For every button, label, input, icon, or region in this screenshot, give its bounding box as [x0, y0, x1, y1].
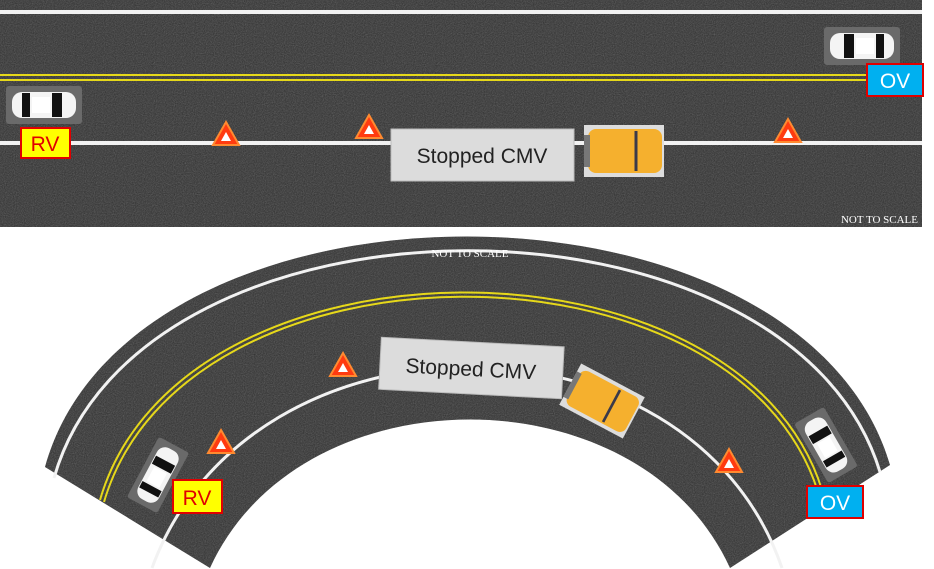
edge-line: [52, 249, 882, 479]
center-line: [99, 291, 823, 501]
ov-label: OV: [820, 492, 850, 515]
rv-label: RV: [31, 133, 60, 156]
ov-label-box: [866, 63, 924, 97]
cmv-label: Stopped CMV: [417, 145, 548, 168]
ov-car-icon: [824, 27, 900, 65]
rv-label-box: [20, 127, 71, 159]
curved-road-panel: Stopped CMV RV OV NOT TO SCALE: [45, 236, 890, 569]
rv-label-box: [172, 479, 223, 514]
cmv-label-box: [378, 336, 565, 400]
cmv-label-box: [390, 128, 575, 182]
center-line: [0, 74, 922, 76]
rv-car-icon: [6, 86, 82, 124]
edge-line: [0, 10, 922, 14]
scale-note: NOT TO SCALE: [431, 248, 508, 260]
ov-label-box: [806, 485, 864, 519]
straight-road-panel: Stopped CMV RV OV NOT TO SCALE: [0, 0, 924, 227]
ov-label: OV: [880, 70, 910, 93]
rv-label: RV: [183, 487, 212, 510]
cmv-truck-icon: [582, 123, 666, 179]
scale-note: NOT TO SCALE: [841, 214, 918, 226]
